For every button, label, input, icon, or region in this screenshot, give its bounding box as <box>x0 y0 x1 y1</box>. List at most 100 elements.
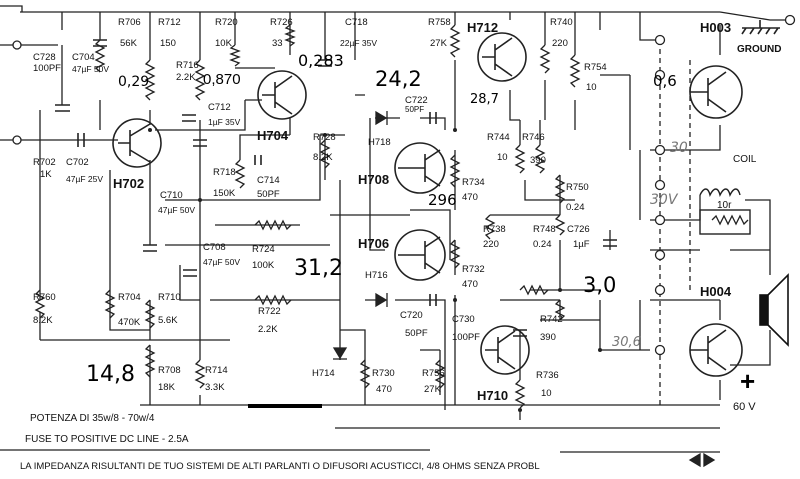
component-ref: H718 <box>368 137 391 148</box>
measurement-label: 30 <box>670 140 688 156</box>
component-value: 470 <box>376 384 392 395</box>
component-value: 27K <box>430 38 448 49</box>
transistor-label-h704: H704 <box>257 128 289 143</box>
component-value: 56K <box>120 38 138 49</box>
transistor-label-h708: H708 <box>358 172 389 187</box>
supply-voltage-label: 60 V <box>733 401 756 413</box>
ground-label: GROUND <box>737 44 781 55</box>
transistor-label-h702: H702 <box>113 176 144 191</box>
component-ref: R706 <box>118 17 141 28</box>
component-value: 220 <box>483 239 499 250</box>
component-value: 100PF <box>33 63 61 74</box>
component-ref: R736 <box>536 370 559 381</box>
power-rating-note: POTENZA DI 35w/8 - 70w/4 <box>30 413 155 424</box>
component-value: 27K <box>424 384 442 395</box>
capacitor-symbols <box>55 39 617 337</box>
component-value: 390 <box>540 332 556 343</box>
component-ref: R714 <box>205 365 228 376</box>
measurement-label: 0,6 <box>653 72 677 90</box>
component-value: 3.3K <box>205 382 225 393</box>
component-value: 390 <box>530 155 546 166</box>
component-ref: C712 <box>208 102 231 113</box>
component-value: 50PF <box>405 328 428 339</box>
component-ref: R758 <box>428 17 451 28</box>
component-ref: R718 <box>213 167 236 178</box>
component-ref: R748 <box>533 224 556 235</box>
component-ref: C726 <box>567 224 590 235</box>
coil-label: COIL <box>733 154 757 165</box>
component-value: 470 <box>462 279 478 290</box>
output-coil <box>699 188 751 235</box>
component-ref: R704 <box>118 292 141 303</box>
component-ref: C704 <box>72 52 95 63</box>
component-ref: H714 <box>312 368 335 379</box>
component-ref: R708 <box>158 365 181 376</box>
component-value: 47µF 50V <box>203 257 240 267</box>
fuse-note: FUSE TO POSITIVE DC LINE - 2.5A <box>25 434 189 445</box>
component-value: 100PF <box>452 332 480 343</box>
component-ref: R740 <box>550 17 573 28</box>
component-ref: R738 <box>483 224 506 235</box>
resistor-symbols <box>34 24 749 409</box>
component-ref: C718 <box>345 17 368 28</box>
component-ref: C702 <box>66 157 89 168</box>
component-ref: R728 <box>313 132 336 143</box>
component-ref: C710 <box>160 190 183 201</box>
component-value: 47µF 50V <box>158 205 195 215</box>
component-ref: R732 <box>462 264 485 275</box>
measurement-label: 14,8 <box>86 362 135 387</box>
transistor-label-h706: H706 <box>358 236 389 251</box>
component-value: 1K <box>40 169 52 180</box>
measurement-label: 31,2 <box>294 256 343 281</box>
component-value: 100K <box>252 260 275 271</box>
terminals <box>12 14 796 412</box>
measurement-label: 24,2 <box>375 67 422 91</box>
component-value: 150 <box>160 38 176 49</box>
component-ref: R720 <box>215 17 238 28</box>
component-ref: C720 <box>400 310 423 321</box>
transistor-labels: H702 H704 H712 H003 H708 H706 H004 H710 <box>113 20 732 403</box>
supply-plus-label: + <box>740 366 755 396</box>
component-ref: R742 <box>540 314 563 325</box>
component-value: 10K <box>215 38 233 49</box>
component-value: 50PF <box>257 189 280 200</box>
component-ref: R722 <box>258 306 281 317</box>
component-ref: R710 <box>158 292 181 303</box>
component-ref: R756 <box>422 368 445 379</box>
diode-symbols <box>332 110 716 468</box>
component-value: 1µF 35V <box>208 117 241 127</box>
ground-symbol <box>741 20 780 35</box>
component-ref: R726 <box>270 17 293 28</box>
component-ref: R760 <box>33 292 56 303</box>
component-labels: C728 100PF C704 47µF 50V R706 56K R712 1… <box>33 17 607 399</box>
component-value: 47µF 50V <box>72 64 109 74</box>
component-value: 8.2K <box>313 152 333 163</box>
measurement-label: 30V <box>650 192 679 208</box>
component-value: 2.2K <box>258 324 278 335</box>
component-ref: H716 <box>365 270 388 281</box>
component-ref: R746 <box>522 132 545 143</box>
component-value: 22µF 35V <box>340 38 377 48</box>
component-value: 470K <box>118 317 141 328</box>
measurement-label: 30,6 <box>612 335 641 350</box>
measurement-label: 0,283 <box>298 51 344 70</box>
component-ref: R716 <box>176 60 199 71</box>
component-value: 470 <box>462 192 478 203</box>
component-value: 47µF 25V <box>66 174 103 184</box>
component-value: 10 <box>497 152 508 163</box>
component-ref: C714 <box>257 175 280 186</box>
component-value: 18K <box>158 382 176 393</box>
measurement-label: 28,7 <box>470 92 499 107</box>
impedance-note: LA IMPEDANZA RISULTANTI DE TUO SISTEMI D… <box>20 461 540 472</box>
component-value: 10 <box>541 388 552 399</box>
component-value: 50PF <box>405 105 424 114</box>
component-value: 220 <box>552 38 568 49</box>
component-value: 150K <box>213 188 236 199</box>
component-ref: R734 <box>462 177 485 188</box>
transistor-label-h003: H003 <box>700 20 731 35</box>
component-ref: R750 <box>566 182 589 193</box>
component-ref: R724 <box>252 244 275 255</box>
transistor-label-h710: H710 <box>477 388 508 403</box>
component-value: 0.24 <box>566 202 585 213</box>
